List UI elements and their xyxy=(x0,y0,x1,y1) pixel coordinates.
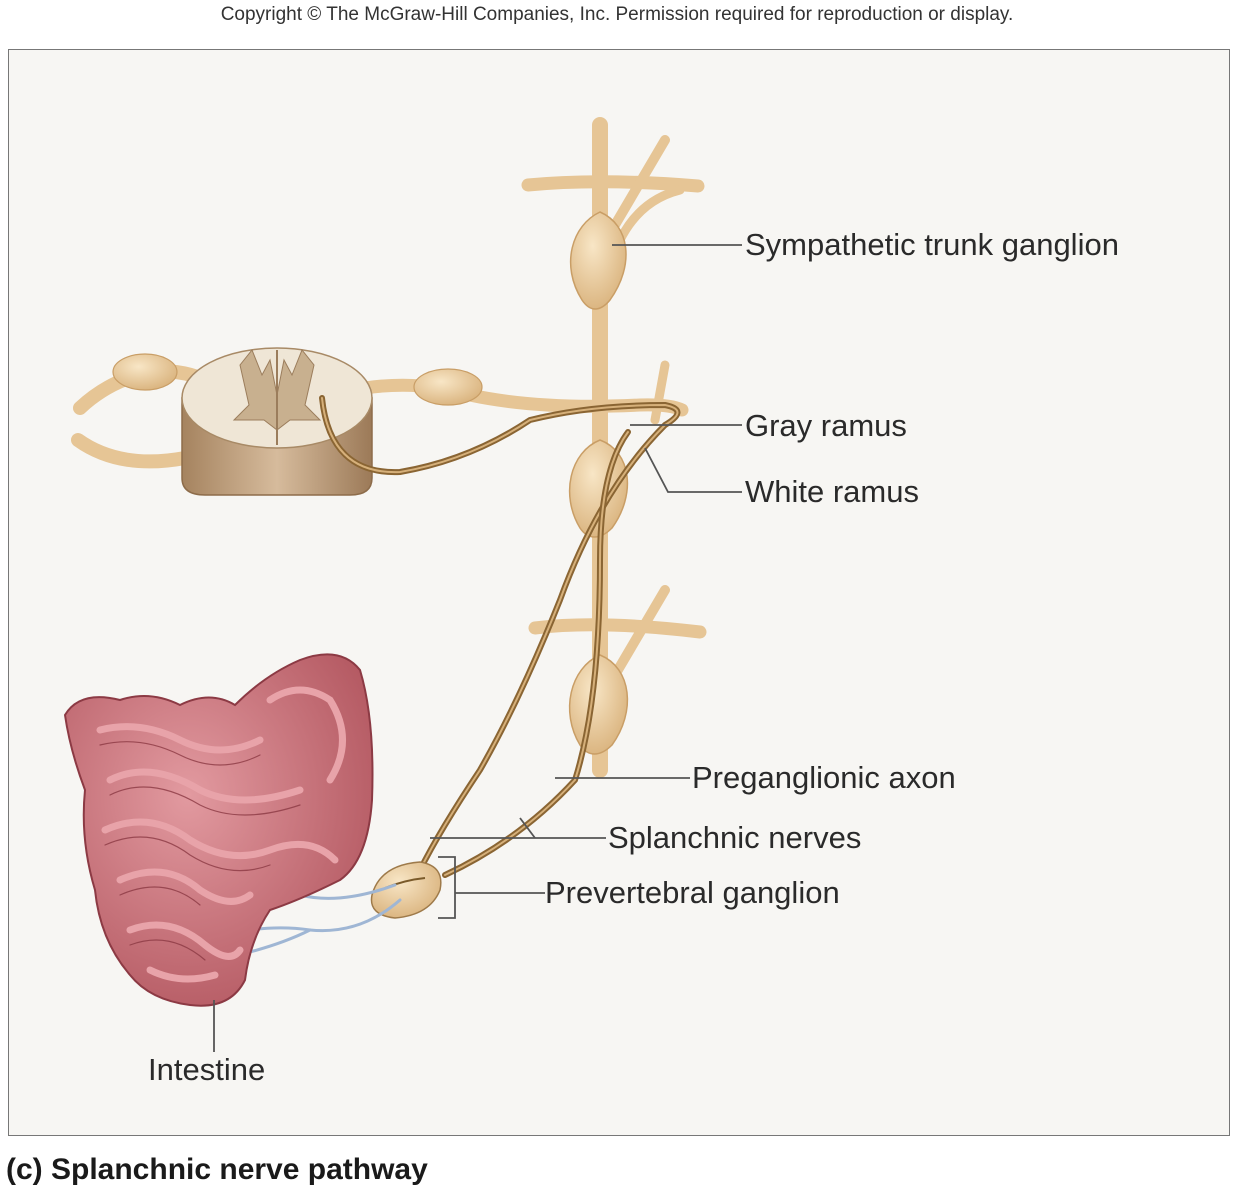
label-preganglionic-axon: Preganglionic axon xyxy=(692,760,956,795)
label-gray-ramus: Gray ramus xyxy=(745,408,907,443)
preganglionic-axon-path xyxy=(319,395,681,878)
copyright-notice: Copyright © The McGraw-Hill Companies, I… xyxy=(220,4,1014,25)
label-white-ramus: White ramus xyxy=(745,474,919,509)
label-prevertebral-ganglion: Prevertebral ganglion xyxy=(545,875,840,910)
spinal-cord xyxy=(181,347,373,496)
label-splanchnic-nerves: Splanchnic nerves xyxy=(608,820,862,855)
dorsal-root-ganglia xyxy=(112,353,483,406)
leader-lines xyxy=(213,244,742,1052)
figure-caption: (c) Splanchnic nerve pathway xyxy=(6,1153,428,1186)
label-sympathetic-trunk-ganglion: Sympathetic trunk ganglion xyxy=(745,227,1119,262)
label-intestine: Intestine xyxy=(148,1052,266,1087)
intestine-illustration xyxy=(63,653,374,1007)
